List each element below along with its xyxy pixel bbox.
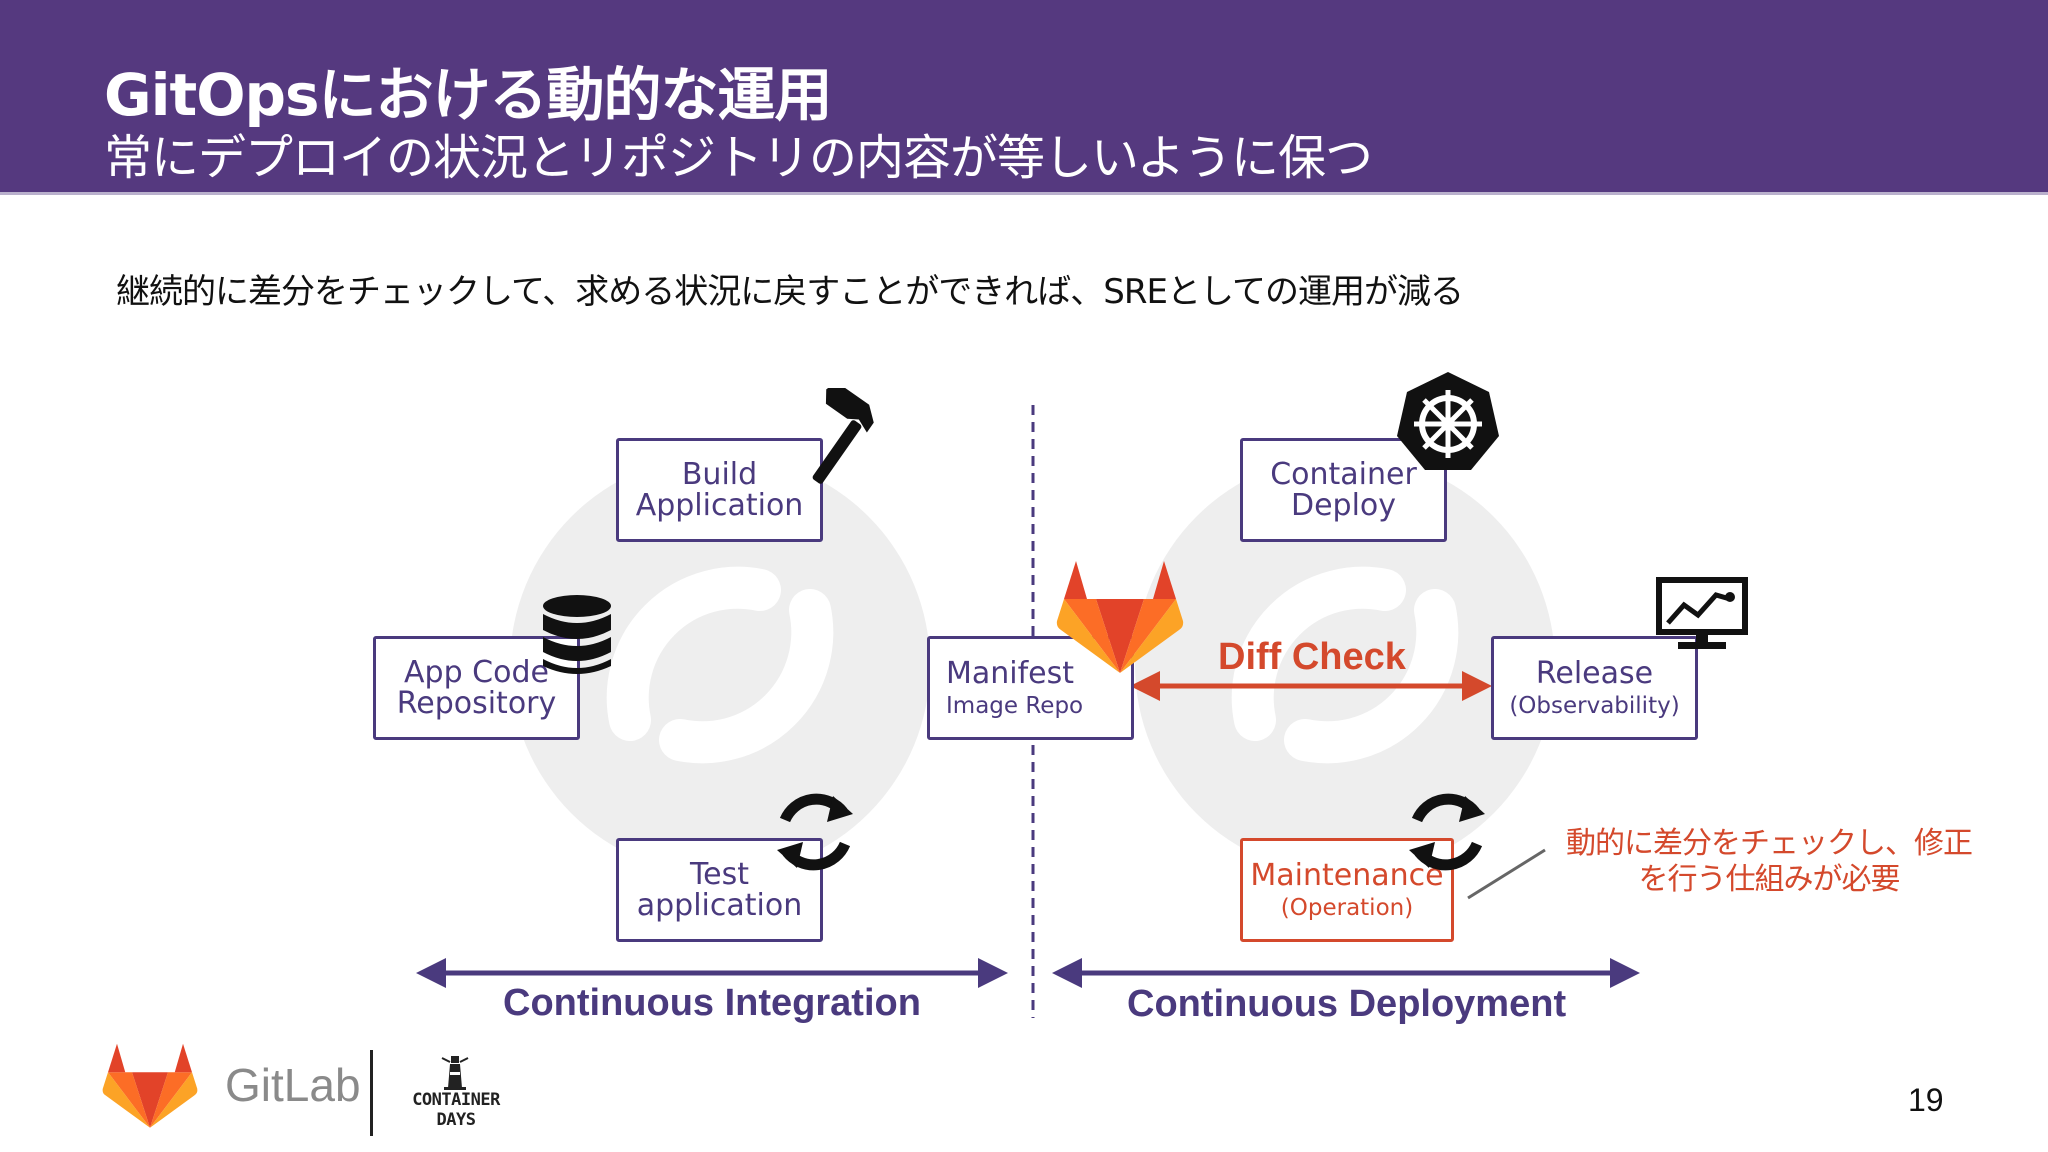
maintenance-line1: Maintenance — [1250, 858, 1444, 894]
ci-cycle-background — [510, 455, 930, 875]
build-application-box: Build Application — [616, 438, 823, 542]
release-line2: (Observability) — [1509, 692, 1680, 719]
slide-header: GitOpsにおける動的な運用 常にデプロイの状況とリポジトリの内容が等しいよう… — [0, 0, 2048, 195]
maintenance-sync-icon — [1409, 793, 1485, 871]
manifest-line1: Manifest — [946, 656, 1075, 692]
container-deploy-line2: Deploy — [1290, 488, 1397, 523]
database-icon — [543, 595, 611, 674]
lighthouse-icon — [441, 1056, 469, 1090]
kubernetes-icon — [1397, 372, 1499, 470]
app-code-repository-box: App Code Repository — [373, 636, 580, 740]
manifest-line2: Image Repo — [946, 692, 1084, 719]
container-days-logo-text: CONTAINER DAYS — [395, 1090, 517, 1130]
app-code-line1: App Code — [404, 654, 549, 690]
slide-subtitle: 常にデプロイの状況とリポジトリの内容が等しいように保つ — [104, 130, 1373, 186]
lead-text: 継続的に差分をチェックして、求める状況に戻すことができれば、SREとしての運用が… — [116, 272, 1464, 312]
container-deploy-box: Container Deploy — [1240, 438, 1447, 542]
release-line1: Release — [1535, 656, 1654, 692]
note-line1: 動的に差分をチェックし、修正 — [1566, 826, 1973, 861]
gitlab-fox-icon — [1056, 561, 1184, 673]
monitor-chart-icon — [1656, 577, 1748, 649]
maintenance-line2: (Operation) — [1280, 894, 1414, 921]
test-line1: Test — [689, 856, 750, 892]
sync-icon — [777, 793, 853, 871]
note-line2: を行う仕組みが必要 — [1638, 862, 1901, 897]
hammer-icon — [812, 388, 874, 484]
footer-divider — [370, 1050, 373, 1136]
app-code-line2: Repository — [396, 686, 557, 721]
container-days-line1: CONTAINER — [412, 1090, 500, 1110]
container-deploy-line1: Container — [1270, 456, 1417, 492]
dynamic-check-note: 動的に差分をチェックし、修正 を行う仕組みが必要 — [1566, 826, 1973, 898]
container-days-line2: DAYS — [436, 1110, 476, 1130]
page-number: 19 — [1908, 1082, 1944, 1118]
continuous-integration-label: Continuous Integration — [503, 982, 921, 1024]
continuous-deployment-label: Continuous Deployment — [1127, 983, 1567, 1025]
build-line2: Application — [635, 488, 804, 523]
diff-check-label: Diff Check — [1218, 636, 1406, 678]
note-connector-line — [1467, 848, 1546, 900]
release-observability-box: Release (Observability) — [1491, 636, 1698, 740]
gitlab-wordmark: GitLab — [225, 1059, 361, 1111]
slide-title: GitOpsにおける動的な運用 — [104, 61, 833, 129]
build-line1: Build — [681, 456, 758, 492]
gitlab-logo-icon — [102, 1043, 198, 1128]
test-line2: application — [636, 888, 803, 923]
